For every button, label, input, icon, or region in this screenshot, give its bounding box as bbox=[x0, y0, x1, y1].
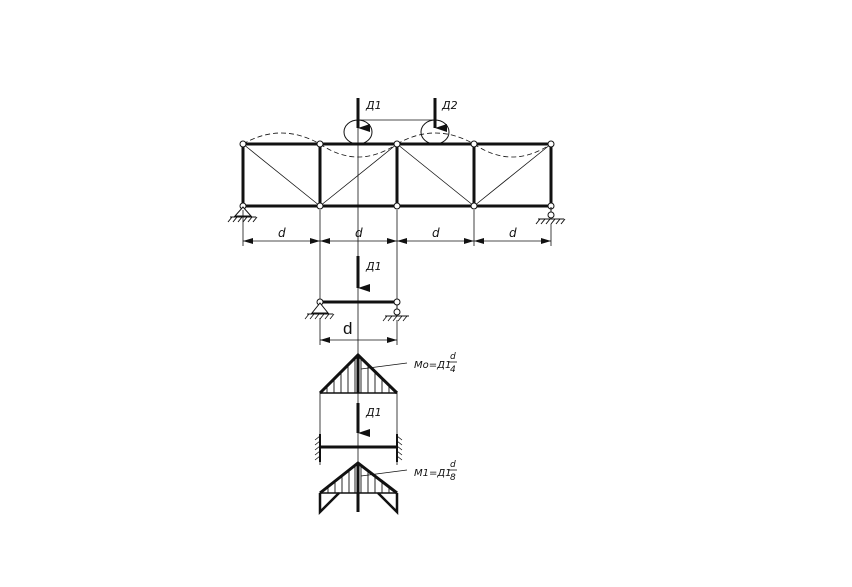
node bbox=[239, 140, 247, 148]
ground-hatch bbox=[227, 216, 258, 223]
influence-curve bbox=[242, 132, 321, 145]
influence-curve bbox=[473, 143, 552, 158]
span-label: d bbox=[343, 319, 352, 338]
ground-hatch bbox=[382, 315, 408, 322]
load-label-1: Д1 bbox=[365, 99, 382, 112]
node bbox=[393, 140, 401, 148]
moment-1-numerator: d bbox=[450, 460, 456, 470]
roller-right bbox=[547, 211, 555, 219]
moment-hatch bbox=[326, 358, 390, 393]
influence-curve bbox=[396, 132, 475, 145]
negative-moment-left bbox=[318, 492, 340, 516]
moment-hatch bbox=[327, 465, 390, 493]
span-dimensions bbox=[242, 210, 552, 246]
wall-hatch-right bbox=[396, 435, 403, 461]
node bbox=[470, 202, 478, 210]
moment-diagram-1 bbox=[318, 461, 408, 516]
dim-label-1: d bbox=[278, 226, 286, 240]
truss-loads bbox=[343, 98, 450, 145]
leader-line bbox=[360, 362, 408, 370]
dim-label-2: d bbox=[355, 226, 363, 240]
moment-0-denominator: 4 bbox=[450, 365, 456, 375]
node bbox=[470, 140, 478, 148]
load-label-2: Д2 bbox=[441, 99, 458, 112]
truss-diagonal bbox=[319, 143, 398, 207]
beam-node bbox=[393, 298, 401, 306]
node bbox=[316, 140, 324, 148]
truss-diagonal bbox=[396, 143, 475, 207]
influence-curve bbox=[319, 143, 398, 158]
node bbox=[547, 140, 555, 148]
truss-diagonal bbox=[473, 143, 552, 207]
fixed-beam bbox=[314, 393, 403, 465]
wall-hatch-left bbox=[314, 435, 321, 461]
roller-right bbox=[393, 308, 401, 316]
truss-diagonal bbox=[242, 143, 321, 207]
dim-label-3: d bbox=[432, 226, 440, 240]
ground-hatch bbox=[535, 218, 566, 225]
node bbox=[393, 202, 401, 210]
moment-0-prefix: Mo=Д1 bbox=[414, 360, 451, 371]
negative-moment-right bbox=[377, 492, 399, 516]
simple-beam bbox=[304, 256, 409, 345]
node bbox=[316, 202, 324, 210]
load-label-4: Д1 bbox=[365, 406, 382, 419]
pin-support-left bbox=[310, 302, 330, 314]
truss-supports bbox=[227, 206, 566, 225]
moment-1-denominator: 8 bbox=[450, 473, 456, 483]
dim-label-4: d bbox=[509, 226, 517, 240]
ground-hatch bbox=[304, 313, 335, 320]
moment-1-prefix: M1=Д1 bbox=[414, 468, 452, 479]
moment-0-numerator: d bbox=[450, 352, 456, 362]
moment-diagram-0 bbox=[318, 352, 408, 395]
load-label-3: Д1 bbox=[365, 260, 382, 273]
leader-line bbox=[360, 469, 408, 477]
